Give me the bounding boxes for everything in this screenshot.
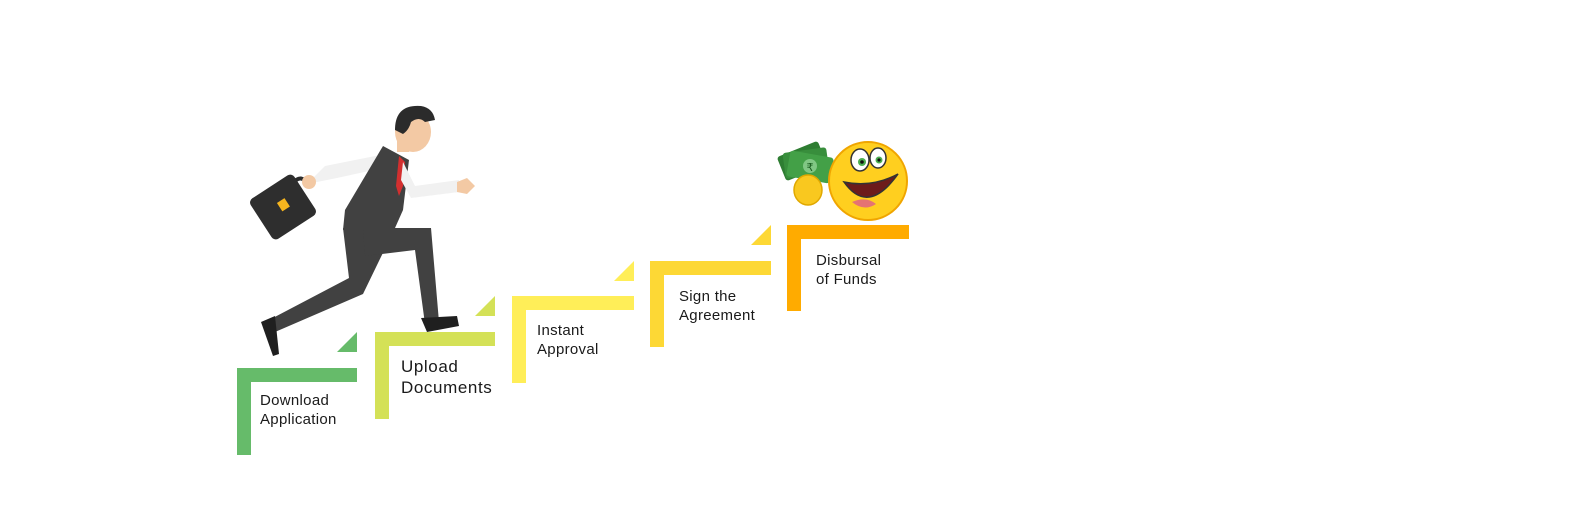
step-2-riser — [375, 332, 389, 419]
step-4-corner — [751, 225, 771, 245]
step-5-tread — [787, 225, 909, 239]
step-1-riser — [237, 368, 251, 455]
step-2-label-line1: Upload — [401, 357, 459, 376]
step-4-label: Sign the Agreement — [679, 287, 755, 325]
step-3-label-line1: Instant — [537, 322, 585, 339]
running-businessman-icon — [250, 105, 475, 356]
step-1-tread — [237, 368, 357, 382]
step-3-riser — [512, 296, 526, 383]
step-3-label: Instant Approval — [537, 321, 599, 359]
money-emoji-icon: ₹ — [777, 141, 908, 221]
step-4-label-line2: Agreement — [679, 307, 756, 324]
step-2-tread — [375, 332, 495, 346]
step-1-label-line1: Download — [260, 392, 330, 409]
step-1-corner — [337, 332, 357, 352]
step-4-label-line1: Sign the — [679, 288, 737, 305]
step-5-riser — [787, 225, 801, 311]
step-2-label-line2: Documents — [401, 378, 493, 397]
step-3-label-line2: Approval — [537, 341, 599, 358]
step-3-corner — [614, 261, 634, 281]
step-2-label: Upload Documents — [401, 356, 492, 398]
step-5-label-line2: of Funds — [816, 271, 877, 288]
step-2-corner — [475, 296, 495, 316]
step-4-riser — [650, 261, 664, 347]
step-1-label: Download Application — [260, 391, 337, 429]
smiley-face-icon — [828, 141, 908, 221]
currency-symbol: ₹ — [807, 161, 814, 174]
step-3-tread — [512, 296, 634, 310]
step-5-label-line1: Disbursal — [816, 252, 882, 269]
money-icon: ₹ — [777, 141, 834, 184]
step-4-tread — [650, 261, 771, 275]
step-5-label: Disbursal of Funds — [816, 251, 881, 289]
step-1-label-line2: Application — [260, 411, 337, 428]
